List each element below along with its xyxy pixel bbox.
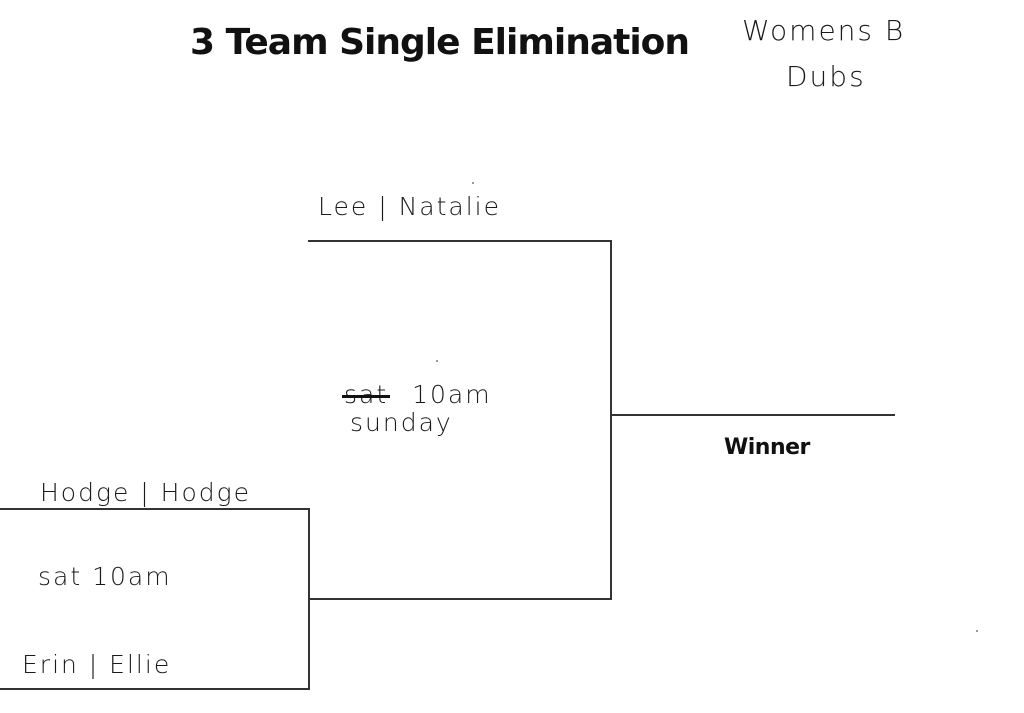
winner-line xyxy=(610,414,895,416)
first-round-vertical-line xyxy=(308,508,310,690)
winner-label: Winner xyxy=(724,435,810,460)
scan-speck xyxy=(976,630,978,632)
final-bottom-line xyxy=(308,598,612,600)
final-schedule: sat 10am xyxy=(341,380,492,409)
final-time-struck: sat xyxy=(341,380,391,409)
final-vertical-line xyxy=(610,240,612,600)
scan-speck xyxy=(436,360,438,362)
first-round-bottom-line xyxy=(0,688,310,690)
team-b-name: Erin | Ellie xyxy=(22,650,172,679)
first-round-time: sat 10am xyxy=(38,562,172,591)
top-team-name: Lee | Natalie xyxy=(318,192,501,221)
final-top-line xyxy=(308,240,612,242)
scan-speck xyxy=(472,182,474,184)
bracket-title: 3 Team Single Elimination xyxy=(190,22,690,63)
team-a-name: Hodge | Hodge xyxy=(40,478,252,507)
final-day: sunday xyxy=(350,408,453,437)
final-time: 10am xyxy=(412,380,492,409)
first-round-top-line xyxy=(0,508,310,510)
division-note-line1: Womens B xyxy=(742,14,906,47)
division-note-line2: Dubs xyxy=(786,60,866,93)
